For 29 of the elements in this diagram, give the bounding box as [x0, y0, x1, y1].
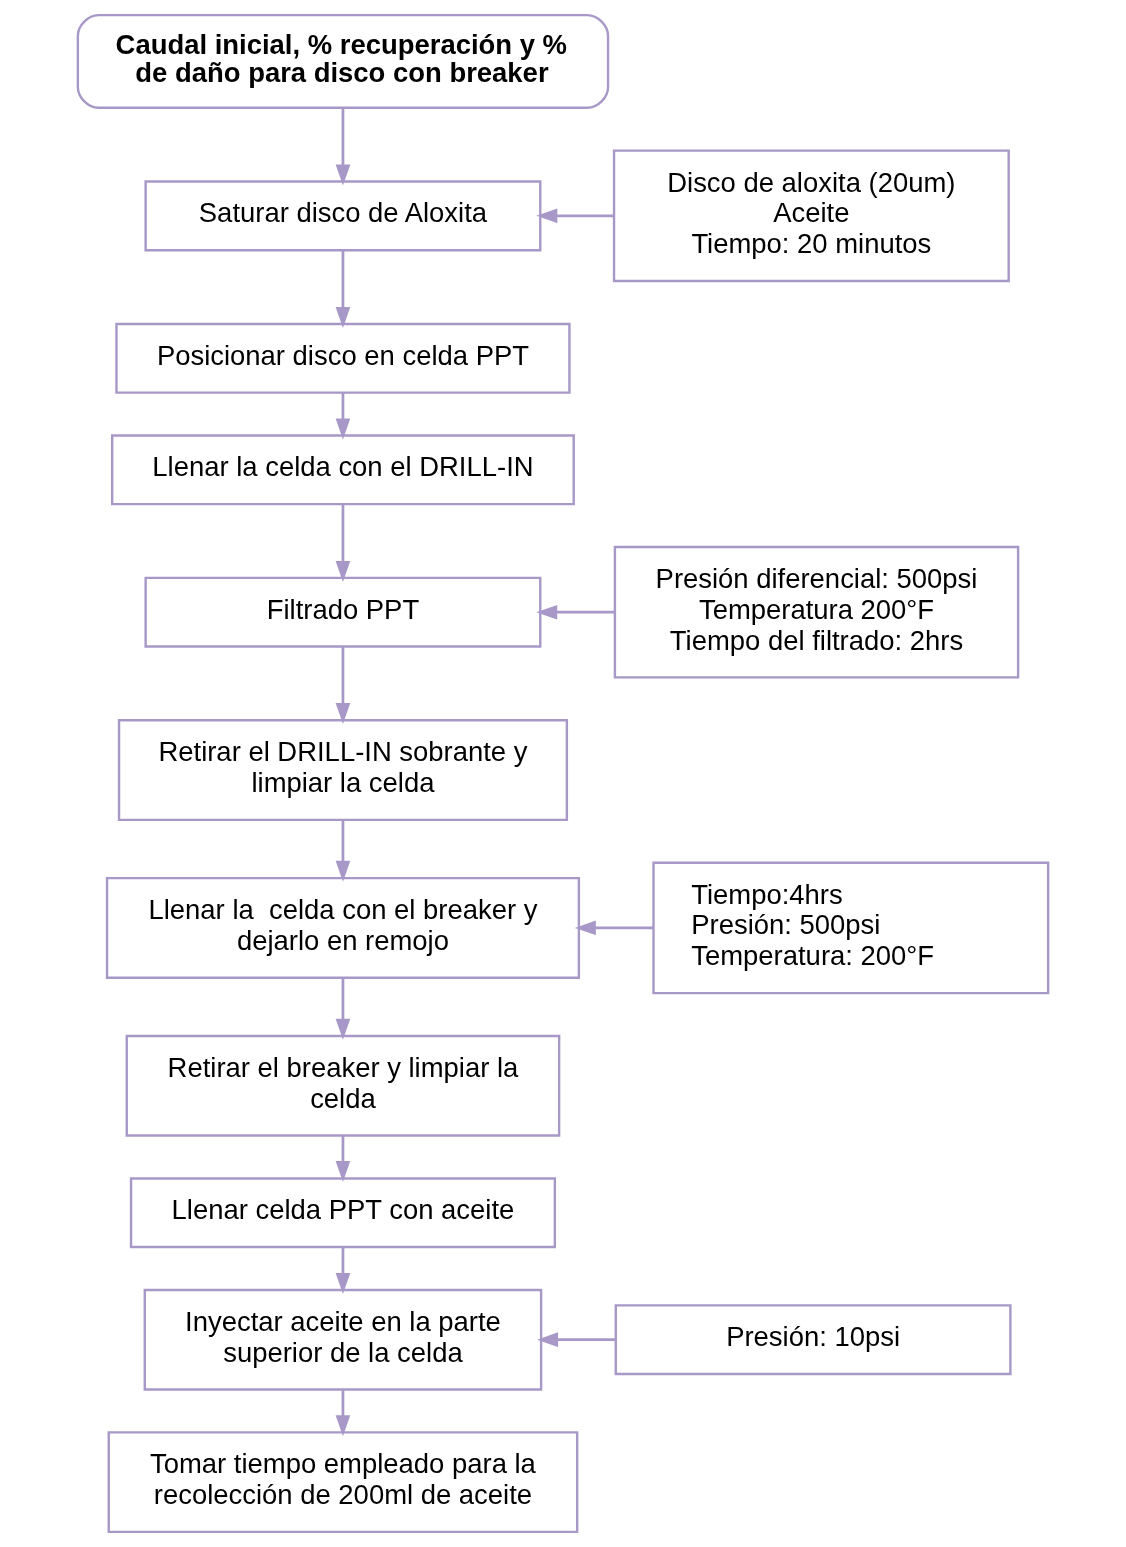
node-box: Retirar el breaker y limpiar la celda	[125, 1034, 561, 1137]
node-box: Llenar la celda con el breaker y dejarlo en remojo	[105, 876, 581, 979]
node-box: Presión: 10psi	[614, 1304, 1012, 1376]
arrow	[335, 1247, 351, 1295]
node-box: Filtrado PPT	[144, 576, 542, 648]
node-box: Disco de aloxita (20um) Aceite Tiempo: 20 minutos	[612, 149, 1010, 283]
arrow	[574, 920, 654, 936]
node-box: Tomar tiempo empleado para la recolección de 200ml de aceite	[107, 1431, 579, 1534]
node-box: Llenar la celda con el DRILL-IN	[111, 434, 575, 506]
arrow	[335, 646, 351, 724]
node-box: Presión diferencial: 500psi Temperatura 200°F Tiempo del filtrado: 2hrs	[613, 545, 1020, 679]
arrow	[335, 1390, 351, 1437]
arrow	[335, 108, 351, 186]
arrow	[536, 604, 615, 620]
arrow	[335, 820, 351, 882]
node-box: Inyectar aceite en la parte superior de la celda	[143, 1288, 543, 1391]
arrow	[335, 393, 351, 440]
arrow	[536, 208, 614, 224]
arrow	[537, 1332, 616, 1348]
node-box: Caudal inicial, % recuperación y % de daño para disco con breaker	[76, 13, 610, 109]
arrow	[335, 504, 351, 582]
node-box: Retirar el DRILL-IN sobrante y limpiar la celda	[117, 719, 569, 822]
node-box: Llenar celda PPT con aceite	[129, 1177, 557, 1249]
arrow	[335, 1135, 351, 1182]
arrow	[335, 978, 351, 1040]
arrow	[335, 250, 351, 329]
node-box: Saturar disco de Aloxita	[144, 180, 542, 252]
node-box: Tiempo:4hrs Presión: 500psi Temperatura: 200°F	[652, 861, 1050, 995]
node-box: Posicionar disco en celda PPT	[115, 322, 571, 394]
